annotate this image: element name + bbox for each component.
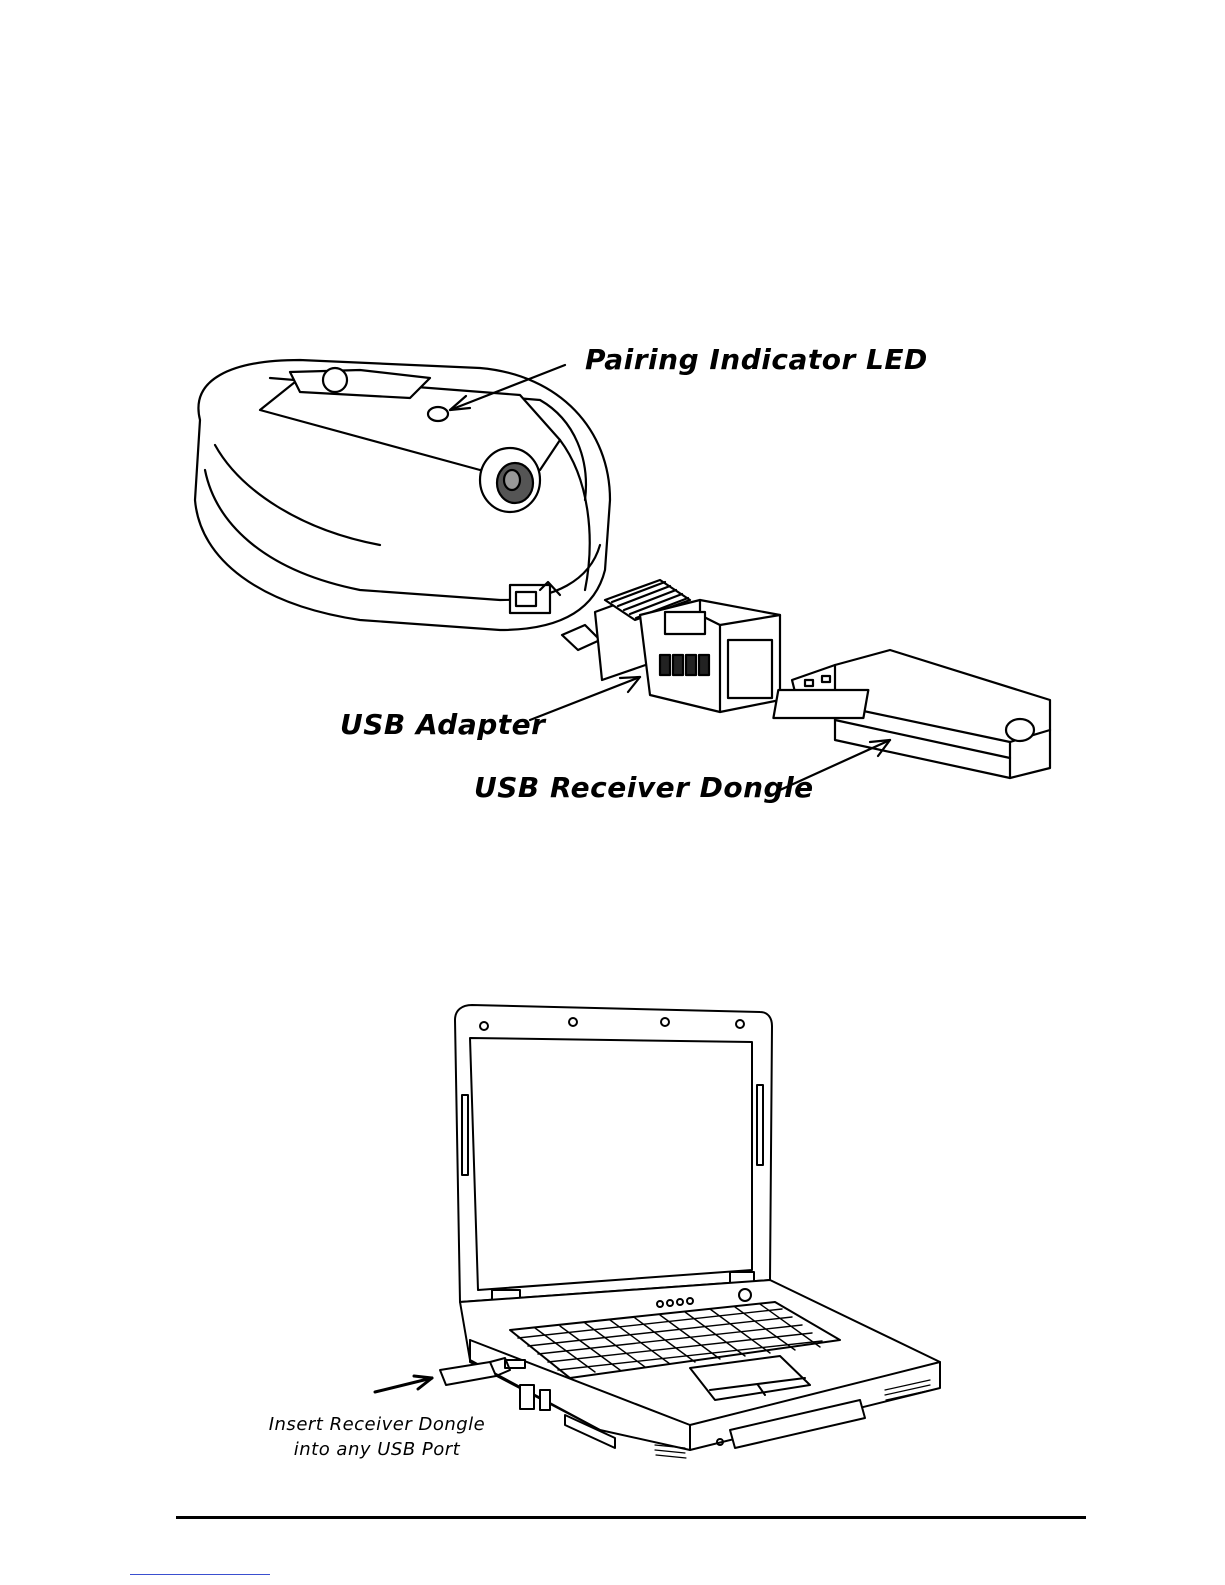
usb-receiver-dongle-label: USB Receiver Dongle — [474, 771, 814, 804]
usb-adapter-icon — [562, 580, 780, 712]
mouse-icon — [195, 360, 610, 630]
caption-line-2: into any USB Port — [262, 1437, 492, 1462]
usb-adapter-label: USB Adapter — [340, 708, 545, 741]
insert-dongle-caption: Insert Receiver Dongle into any USB Port — [262, 1412, 492, 1462]
usb-dongle-icon — [773, 650, 1050, 778]
mouse-adapter-dongle-illustration — [0, 0, 1225, 900]
footer-link-underline[interactable] — [130, 1574, 270, 1575]
pairing-indicator-led-label: Pairing Indicator LED — [585, 343, 928, 376]
caption-line-1: Insert Receiver Dongle — [262, 1412, 492, 1437]
page-footer-rule — [176, 1516, 1086, 1519]
laptop-icon — [455, 1005, 940, 1458]
laptop-illustration — [0, 990, 1225, 1490]
